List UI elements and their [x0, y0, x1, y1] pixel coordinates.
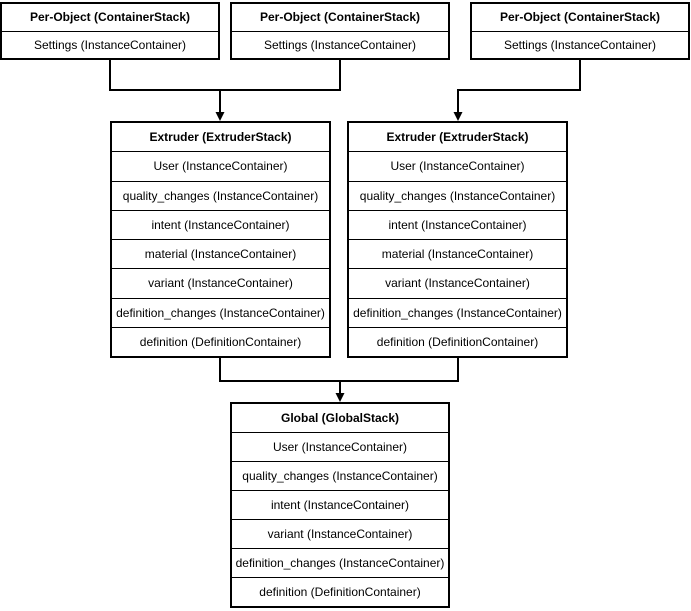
- node-row: definition (DefinitionContainer): [232, 577, 448, 606]
- arrowhead: [335, 393, 345, 402]
- node-row: variant (InstanceContainer): [232, 519, 448, 548]
- node-row: intent (InstanceContainer): [112, 209, 329, 239]
- node-row: quality_changes (InstanceContainer): [232, 461, 448, 490]
- node-per-object-stack-1: Per-Object (ContainerStack) Settings (In…: [0, 2, 220, 60]
- node-row: definition (DefinitionContainer): [112, 326, 329, 356]
- node-row: User (InstanceContainer): [232, 432, 448, 461]
- node-title: Extruder (ExtruderStack): [386, 130, 529, 145]
- node-row: definition (DefinitionContainer): [349, 326, 566, 356]
- node-global-stack: Global (GlobalStack) User (InstanceConta…: [230, 402, 450, 608]
- node-row: definition_changes (InstanceContainer): [349, 297, 566, 327]
- node-title: Per-Object (ContainerStack): [499, 10, 661, 25]
- node-row: definition_changes (InstanceContainer): [232, 548, 448, 577]
- node-row: intent (InstanceContainer): [349, 209, 566, 239]
- node-extruder-stack-right: Extruder (ExtruderStack) User (InstanceC…: [347, 121, 568, 358]
- node-title: Global (GlobalStack): [280, 411, 400, 425]
- node-row: User (InstanceContainer): [349, 151, 566, 180]
- node-row: variant (InstanceContainer): [349, 268, 566, 297]
- node-per-object-stack-3: Per-Object (ContainerStack) Settings (In…: [470, 2, 690, 60]
- node-row: User (InstanceContainer): [112, 151, 329, 180]
- node-title: Extruder (ExtruderStack): [149, 130, 292, 145]
- node-row: definition_changes (InstanceContainer): [112, 297, 329, 327]
- arrowhead: [453, 112, 463, 121]
- node-per-object-stack-2: Per-Object (ContainerStack) Settings (In…: [230, 2, 450, 60]
- node-row: material (InstanceContainer): [349, 239, 566, 268]
- node-row: quality_changes (InstanceContainer): [349, 180, 566, 210]
- node-title: Per-Object (ContainerStack): [259, 10, 421, 25]
- node-row: Settings (InstanceContainer): [2, 30, 218, 59]
- connector-per-object-to-extruder-left: [109, 60, 341, 121]
- node-extruder-stack-left: Extruder (ExtruderStack) User (InstanceC…: [110, 121, 331, 358]
- arrowhead: [215, 112, 225, 121]
- node-row: variant (InstanceContainer): [112, 268, 329, 297]
- node-row: Settings (InstanceContainer): [232, 30, 448, 59]
- connector-extruders-to-global: [219, 358, 459, 402]
- node-row: Settings (InstanceContainer): [472, 30, 688, 59]
- node-row: intent (InstanceContainer): [232, 490, 448, 519]
- node-title: Per-Object (ContainerStack): [29, 10, 191, 25]
- node-row: material (InstanceContainer): [112, 239, 329, 268]
- connector-per-object-to-extruder-right: [453, 60, 581, 121]
- node-row: quality_changes (InstanceContainer): [112, 180, 329, 210]
